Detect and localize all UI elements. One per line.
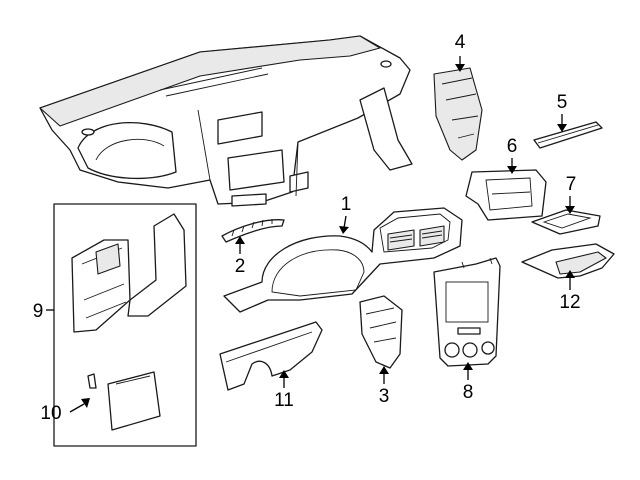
callout-8: 8 — [463, 382, 474, 403]
callout-2: 2 — [235, 256, 246, 277]
instrument-panel-illustration — [39, 35, 413, 207]
callout-12: 12 — [559, 292, 580, 313]
callout-6: 6 — [507, 136, 518, 157]
part-4-side-duct — [433, 67, 483, 161]
callout-labels: 4 5 6 7 1 2 12 9 8 3 11 10 — [33, 32, 581, 424]
callout-7: 7 — [566, 174, 577, 195]
callout-5: 5 — [557, 92, 568, 113]
part-2-defrost-grille — [221, 219, 285, 243]
part-3-center-duct — [359, 295, 403, 369]
callout-9: 9 — [33, 301, 44, 322]
part-8-center-bezel — [433, 257, 501, 367]
part-9-detail-box — [53, 203, 197, 447]
leader-lines — [46, 56, 575, 413]
part-11-knee-panel — [219, 321, 323, 391]
part-12-lower-trim — [521, 243, 615, 279]
callout-3: 3 — [379, 386, 390, 407]
part-5-trim-strip — [533, 121, 603, 149]
part-6-storage-bracket — [465, 169, 547, 221]
part-1-cluster-bezel — [223, 207, 463, 313]
callout-4: 4 — [455, 32, 466, 53]
callout-10: 10 — [40, 403, 61, 424]
part-7-tray — [531, 209, 601, 235]
callout-1: 1 — [341, 194, 352, 215]
callout-11: 11 — [274, 390, 294, 411]
